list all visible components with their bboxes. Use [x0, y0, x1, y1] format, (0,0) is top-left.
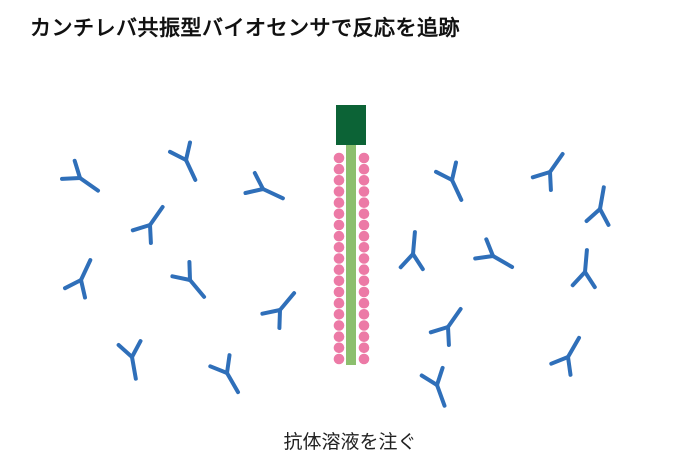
- antibody-icon: [170, 260, 207, 299]
- page-title: カンチレバ共振型バイオセンサで反応を追跡: [30, 16, 460, 40]
- antibody-icon: [530, 152, 565, 192]
- cantilever-icon: [333, 105, 370, 365]
- molecule-dot: [358, 175, 370, 186]
- molecule-dot: [358, 197, 370, 208]
- antibody-icon: [116, 339, 143, 381]
- molecule-dot: [333, 197, 345, 208]
- bound-molecules: [333, 152, 370, 365]
- molecule-dot: [333, 152, 345, 164]
- molecule-dot: [358, 242, 370, 253]
- molecule-dot: [333, 320, 345, 331]
- antibody-icon: [419, 365, 447, 408]
- antibody-icon: [570, 248, 597, 290]
- caption: 抗体溶液を注ぐ: [283, 431, 417, 453]
- molecule-dot: [358, 331, 370, 343]
- antibody-icon: [63, 258, 93, 300]
- cantilever-beam: [346, 145, 356, 365]
- molecule-dot: [358, 219, 370, 231]
- molecule-dot: [333, 309, 345, 320]
- molecule-dot: [333, 219, 345, 231]
- molecule-dot: [358, 186, 370, 197]
- molecule-dot: [333, 264, 345, 276]
- molecule-dot: [358, 253, 370, 264]
- molecule-dot: [333, 242, 345, 253]
- antibody-group: [60, 140, 611, 408]
- molecule-dot: [333, 175, 345, 186]
- antibody-icon: [473, 237, 515, 269]
- molecule-dot: [358, 353, 370, 365]
- antibody-icon: [584, 185, 611, 227]
- antibody-icon: [208, 353, 240, 395]
- antibody-icon: [428, 307, 463, 347]
- antibody-icon: [168, 140, 198, 182]
- antibody-icon: [398, 230, 425, 272]
- molecule-dot: [358, 342, 370, 354]
- molecule-dot: [358, 208, 370, 220]
- antibody-icon: [243, 171, 285, 201]
- molecule-dot: [333, 208, 345, 220]
- molecule-dot: [358, 230, 370, 242]
- antibody-icon: [549, 335, 581, 377]
- antibody-icon: [130, 205, 165, 245]
- molecule-dot: [358, 286, 370, 298]
- molecule-dot: [333, 253, 345, 264]
- molecule-dot: [333, 342, 345, 354]
- molecule-dot: [358, 309, 370, 320]
- molecule-dot: [333, 163, 345, 175]
- antibody-icon: [434, 160, 464, 202]
- molecule-dot: [358, 163, 370, 175]
- molecule-dot: [358, 275, 370, 287]
- molecule-dot: [333, 230, 345, 242]
- molecule-dot: [358, 297, 370, 309]
- molecule-dot: [358, 264, 370, 276]
- molecule-dot: [358, 152, 370, 164]
- molecule-dot: [358, 320, 370, 331]
- molecule-dot: [333, 275, 345, 287]
- molecule-dot: [333, 353, 345, 365]
- antibody-icon: [260, 291, 297, 330]
- molecule-dot: [333, 186, 345, 197]
- molecule-dot: [333, 286, 345, 298]
- molecule-dot: [333, 331, 345, 343]
- molecule-dot: [333, 297, 345, 309]
- antibody-icon: [60, 158, 100, 193]
- cantilever-head: [336, 105, 366, 145]
